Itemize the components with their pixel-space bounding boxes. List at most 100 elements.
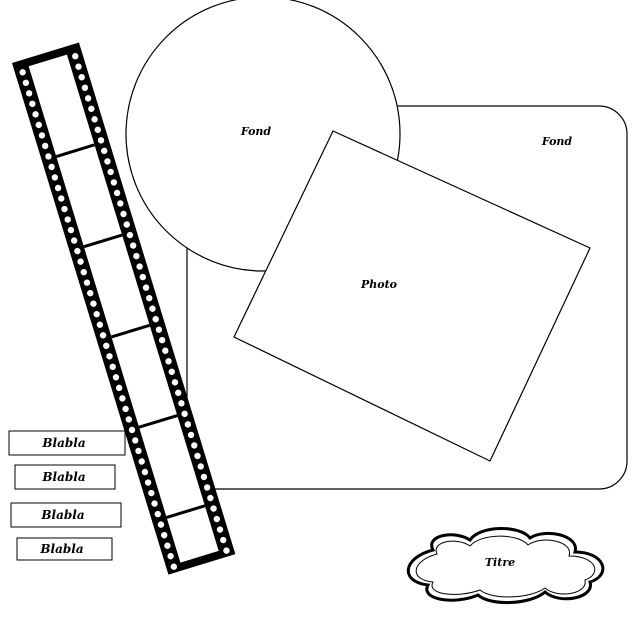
- film-perforation: [91, 116, 98, 123]
- film-perforation: [19, 69, 26, 76]
- film-perforation: [203, 484, 211, 491]
- text-box-4: Blabla: [16, 537, 113, 561]
- film-perforation: [87, 289, 94, 297]
- film-perforation: [119, 395, 126, 402]
- film-perforation: [83, 279, 91, 286]
- film-perforation: [77, 258, 84, 265]
- fond-label-square: Fond: [541, 135, 573, 148]
- film-perforation: [70, 237, 78, 244]
- film-perforation: [187, 431, 195, 439]
- film-perforation: [45, 153, 52, 160]
- film-perforation: [164, 542, 171, 549]
- film-perforation: [171, 379, 179, 386]
- film-perforation: [94, 126, 101, 134]
- film-perforation: [135, 447, 142, 455]
- film-strip-window: [28, 54, 219, 563]
- film-perforation: [117, 200, 124, 207]
- text-box-label: Blabla: [40, 508, 84, 522]
- film-perforation: [197, 463, 204, 470]
- film-perforation: [106, 353, 113, 360]
- film-perforation: [141, 468, 149, 476]
- film-frame-divider: [166, 504, 206, 519]
- text-box-1: Blabla: [8, 430, 126, 456]
- film-perforation: [48, 163, 55, 171]
- film-perforation: [112, 374, 120, 381]
- film-frame-divider: [55, 143, 95, 158]
- film-perforation: [110, 179, 118, 186]
- film-perforation: [151, 500, 158, 507]
- film-perforation: [154, 510, 161, 518]
- film-perforation: [61, 205, 68, 213]
- film-perforation: [213, 515, 220, 523]
- text-box-2: Blabla: [14, 464, 116, 490]
- film-perforation: [115, 384, 123, 392]
- film-perforation: [210, 505, 217, 512]
- film-perforation: [74, 247, 81, 255]
- film-perforation: [93, 311, 100, 318]
- film-perforation: [200, 473, 208, 481]
- film-frame-divider: [138, 414, 178, 429]
- film-perforation: [41, 142, 49, 150]
- film-perforation: [167, 552, 174, 560]
- text-box-label: Blabla: [41, 470, 85, 484]
- film-perforation: [35, 121, 42, 129]
- photo-frame: [233, 130, 591, 462]
- film-perforation: [133, 252, 140, 260]
- film-perforation: [84, 95, 92, 102]
- film-perforation: [97, 137, 105, 144]
- film-perforation: [157, 521, 165, 528]
- film-perforation: [184, 421, 192, 428]
- film-perforation: [88, 105, 95, 112]
- text-box-3: Blabla: [10, 502, 122, 528]
- title-label: Titre: [485, 556, 515, 569]
- film-perforation: [126, 231, 134, 239]
- film-perforation: [132, 437, 139, 444]
- film-perforation: [125, 416, 133, 423]
- film-perforation: [122, 405, 129, 413]
- film-perforation: [174, 389, 182, 397]
- film-perforation: [51, 174, 59, 181]
- film-perforation: [123, 221, 130, 228]
- film-perforation: [155, 326, 163, 333]
- film-perforation: [149, 305, 156, 312]
- film-frame-divider: [83, 233, 123, 249]
- film-perforation: [32, 111, 39, 118]
- film-perforation: [216, 526, 224, 533]
- film-perforation: [162, 347, 169, 354]
- film-perforation: [64, 216, 71, 223]
- film-perforation: [146, 294, 153, 302]
- film-perforation: [104, 158, 111, 165]
- film-perforation: [107, 168, 114, 176]
- text-box-label: Blabla: [39, 542, 83, 556]
- film-perforation: [223, 547, 230, 554]
- film-perforation: [178, 400, 185, 407]
- film-perforation: [194, 452, 201, 460]
- photo-label: Photo: [360, 278, 397, 291]
- film-perforation: [38, 132, 46, 139]
- film-perforation: [170, 563, 178, 570]
- film-perforation: [220, 536, 227, 544]
- film-perforation: [96, 321, 104, 328]
- film-perforation: [22, 79, 30, 87]
- film-perforation: [90, 300, 97, 307]
- film-strip: [12, 42, 236, 575]
- film-perforation: [103, 342, 110, 349]
- film-perforation: [191, 442, 198, 449]
- film-perforation: [99, 332, 107, 339]
- film-perforation: [128, 426, 136, 434]
- film-perforation: [78, 74, 85, 81]
- film-perforation: [81, 84, 89, 91]
- film-perforation: [152, 315, 159, 323]
- fond-label-circle: Fond: [240, 125, 272, 138]
- film-perforation: [72, 53, 79, 60]
- film-perforation: [113, 189, 121, 197]
- film-perforation: [142, 284, 150, 291]
- film-perforation: [129, 242, 137, 249]
- film-perforation: [165, 358, 172, 365]
- film-perforation: [120, 210, 127, 218]
- film-perforation: [160, 531, 168, 539]
- film-perforation: [207, 494, 214, 502]
- title-cloud: Titre: [406, 527, 605, 605]
- film-perforation: [25, 90, 33, 97]
